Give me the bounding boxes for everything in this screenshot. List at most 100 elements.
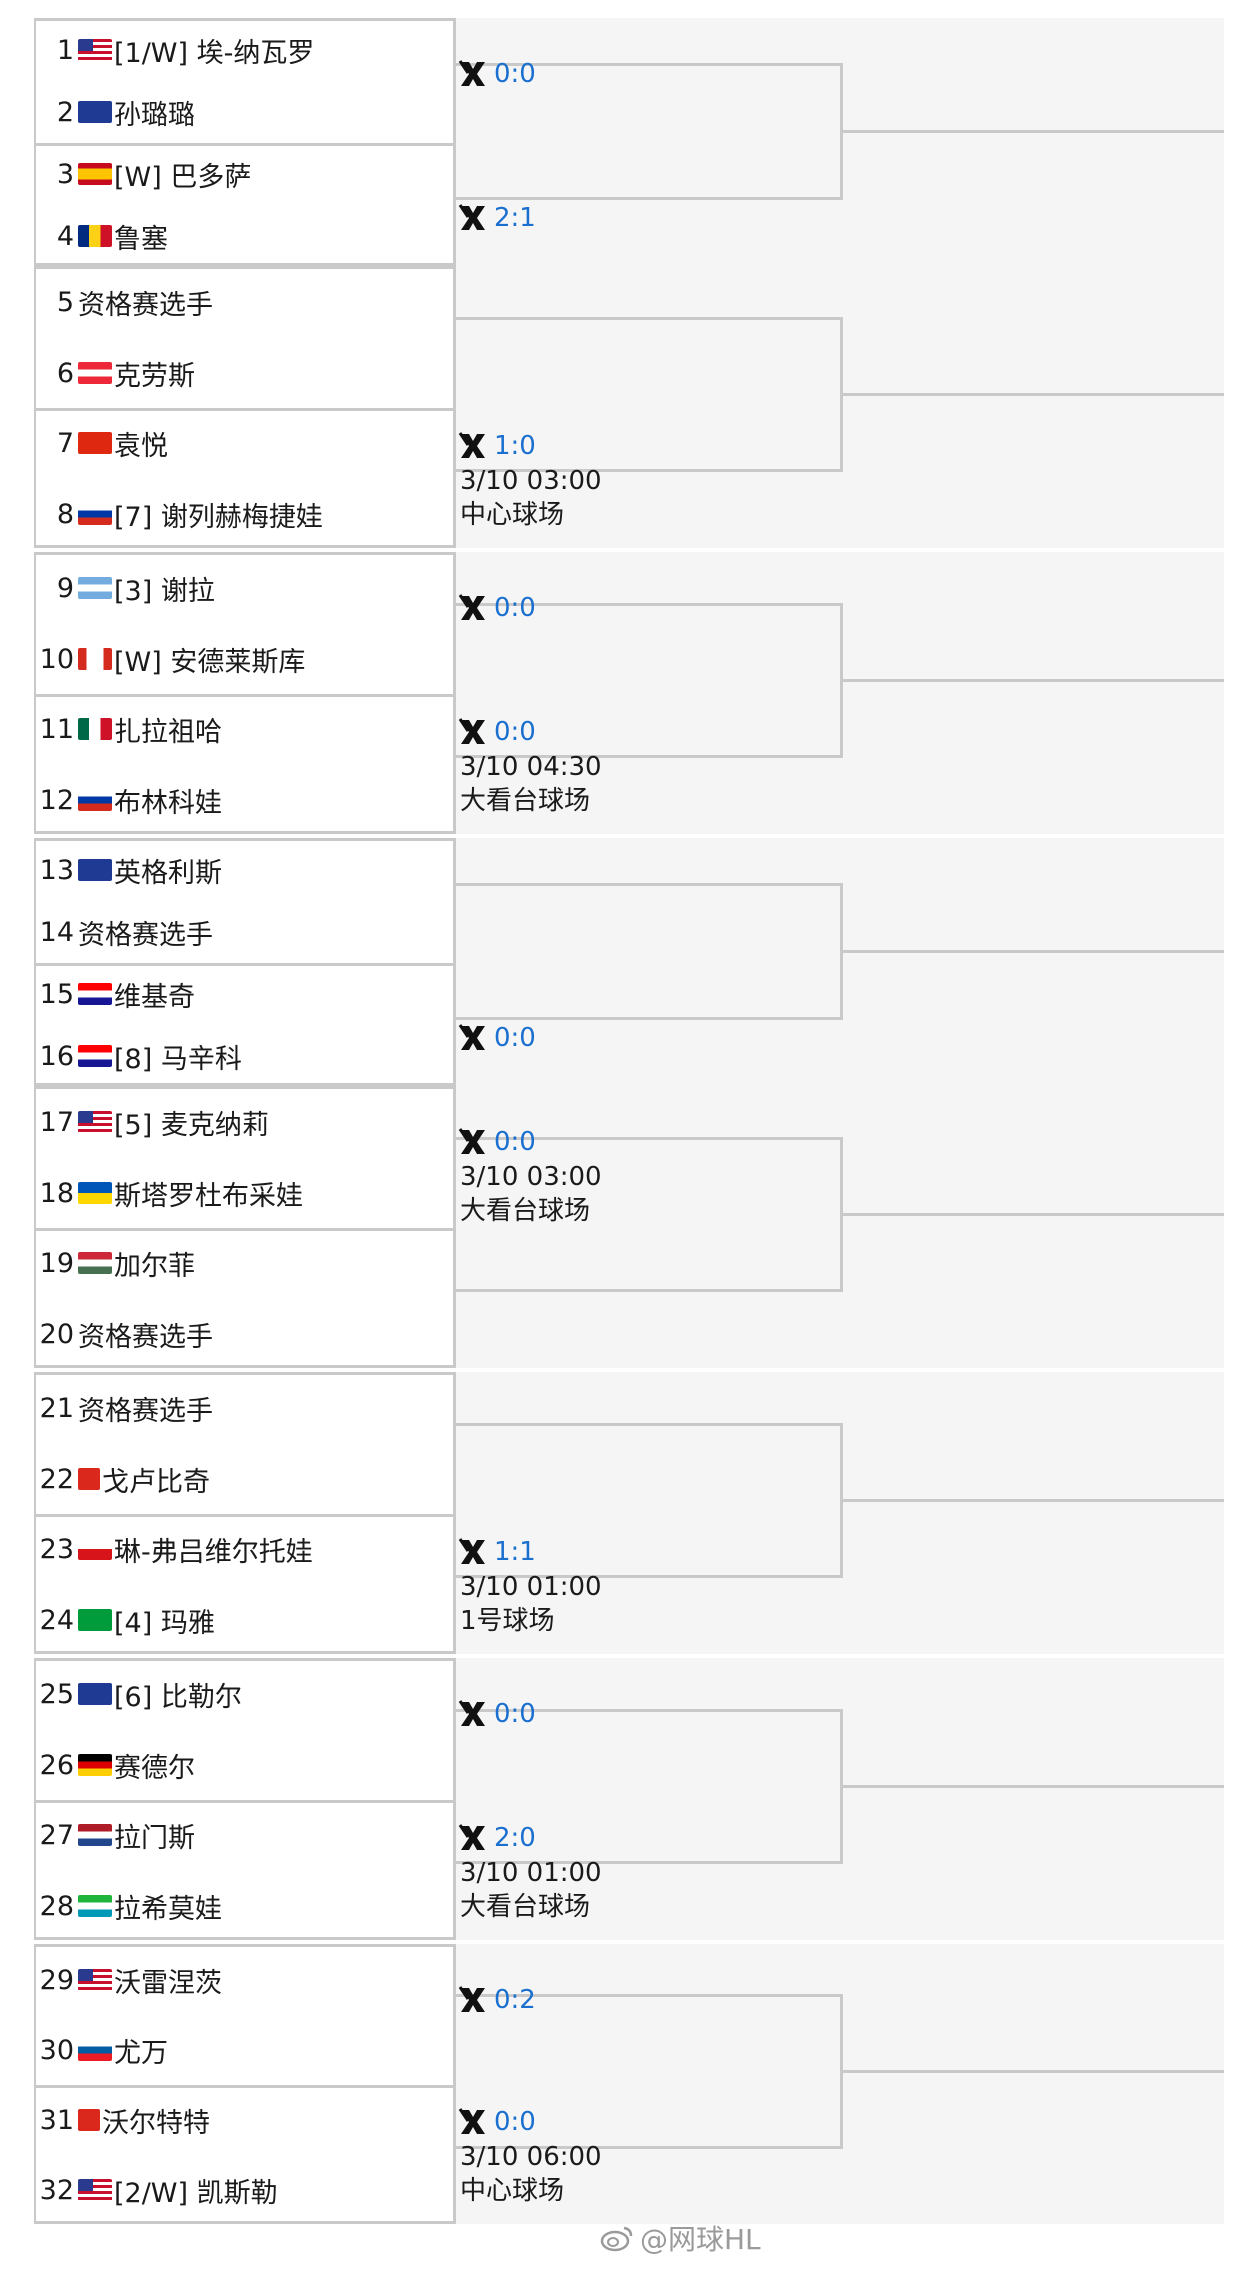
match-score[interactable]: 2:0 xyxy=(458,1820,536,1856)
bracket-line xyxy=(456,1289,840,1292)
player-name: 扎拉祖哈 xyxy=(114,716,222,748)
pair-divider xyxy=(36,1228,453,1231)
seed-number: 6 xyxy=(56,357,74,389)
player-row[interactable]: 32[2/W] 凯斯勒 xyxy=(36,2170,278,2210)
match-score[interactable]: 0:0 xyxy=(458,2104,536,2140)
pair-divider xyxy=(36,1800,453,1803)
seed-number: 15 xyxy=(39,978,74,1010)
player-name: [W] 安德莱斯库 xyxy=(114,646,306,678)
flag-uz-icon xyxy=(78,1895,112,1917)
seed-number: 13 xyxy=(39,854,74,886)
match-score[interactable]: 0:2 xyxy=(458,1982,536,2018)
score-text: 0:0 xyxy=(494,1023,536,1053)
weibo-icon xyxy=(600,2226,633,2252)
player-row[interactable]: 8[7] 谢列赫梅捷娃 xyxy=(36,494,323,534)
seed-number: 2 xyxy=(56,96,74,128)
x-logo-icon xyxy=(458,60,485,86)
player-row[interactable]: 23 琳-弗吕维尔托娃 xyxy=(36,1529,313,1569)
bracket-line xyxy=(840,1213,1224,1216)
x-logo-icon xyxy=(458,2108,485,2134)
player-row[interactable]: 22 戈卢比奇 xyxy=(36,1459,210,1499)
seed-number: 1 xyxy=(56,34,74,66)
match-score[interactable]: 2:1 xyxy=(458,200,536,236)
player-name: 斯塔罗杜布采娃 xyxy=(114,1180,303,1212)
player-row[interactable]: 1[1/W] 埃-纳瓦罗 xyxy=(36,30,315,70)
match-score[interactable]: 0:0 xyxy=(458,1020,536,1056)
player-row[interactable]: 17[5] 麦克纳莉 xyxy=(36,1102,269,1142)
bracket-line xyxy=(456,197,840,200)
x-logo-icon xyxy=(458,1700,485,1726)
flag-us-icon xyxy=(78,39,112,61)
player-row[interactable]: 3[W] 巴多萨 xyxy=(36,154,252,194)
player-name: 资格赛选手 xyxy=(78,1321,213,1353)
score-text: 2:1 xyxy=(494,203,536,233)
match-score[interactable]: 1:1 xyxy=(458,1534,536,1570)
player-name: [3] 谢拉 xyxy=(114,575,215,607)
flag-ca-icon xyxy=(78,648,112,670)
match-score[interactable]: 0:0 xyxy=(458,1124,536,1160)
player-name: [6] 比勒尔 xyxy=(114,1681,242,1713)
x-logo-icon xyxy=(458,1128,485,1154)
match-time: 3/10 06:00 xyxy=(460,2142,602,2172)
player-name: 尤万 xyxy=(114,2037,168,2069)
seed-number: 14 xyxy=(39,916,74,948)
match-score[interactable]: 0:0 xyxy=(458,590,536,626)
score-text: 0:2 xyxy=(494,1985,536,2015)
player-name: [7] 谢列赫梅捷娃 xyxy=(114,501,323,533)
player-row[interactable]: 10[W] 安德莱斯库 xyxy=(36,639,306,679)
flag-au-icon xyxy=(78,859,112,881)
player-row[interactable]: 25[6] 比勒尔 xyxy=(36,1674,242,1714)
player-row[interactable]: 9[3] 谢拉 xyxy=(36,568,215,608)
match-score[interactable]: 0:0 xyxy=(458,56,536,92)
score-text: 0:0 xyxy=(494,1127,536,1157)
flag-ua-icon xyxy=(78,1182,112,1204)
match-score[interactable]: 0:0 xyxy=(458,714,536,750)
player-name: [4] 玛雅 xyxy=(114,1607,215,1639)
player-name: 沃尔特特 xyxy=(102,2107,210,2139)
bracket-line xyxy=(840,679,1224,682)
bracket-line xyxy=(840,1785,1224,1788)
player-name: 戈卢比奇 xyxy=(102,1466,210,1498)
player-name: 琳-弗吕维尔托娃 xyxy=(114,1536,313,1568)
flag-ar-icon xyxy=(78,577,112,599)
x-logo-icon xyxy=(458,718,485,744)
match-score[interactable]: 1:0 xyxy=(458,428,536,464)
seed-number: 23 xyxy=(39,1533,74,1565)
x-logo-icon xyxy=(458,1024,485,1050)
player-row[interactable]: 24[4] 玛雅 xyxy=(36,1600,215,1640)
seed-number: 22 xyxy=(39,1463,74,1495)
pair-divider xyxy=(36,963,453,966)
seed-number: 3 xyxy=(56,158,74,190)
match-score[interactable]: 0:0 xyxy=(458,1696,536,1732)
player-name: [2/W] 凯斯勒 xyxy=(114,2177,278,2209)
flag-cn-icon xyxy=(78,432,112,454)
player-row[interactable]: 16[8] 马辛科 xyxy=(36,1036,242,1076)
bracket-line xyxy=(456,317,840,320)
flag-au-icon xyxy=(78,101,112,123)
player-name: 加尔菲 xyxy=(114,1250,195,1282)
